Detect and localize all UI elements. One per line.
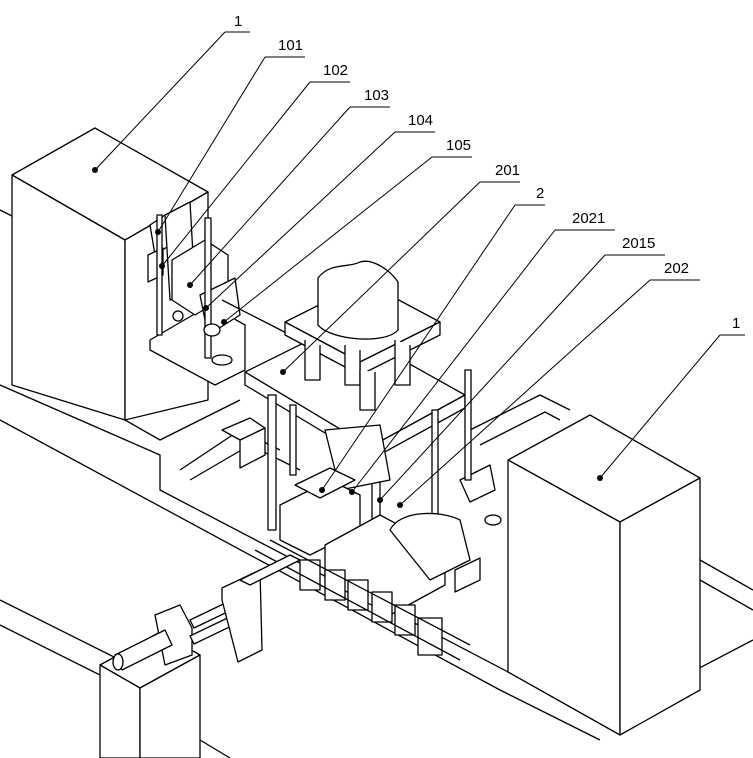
label-102: 102: [323, 62, 348, 79]
label-1: 1: [234, 13, 242, 30]
label-2015: 2015: [622, 235, 655, 252]
label-103: 103: [364, 87, 389, 104]
pusher-cylinder: [100, 555, 300, 758]
right-cabinet: [508, 415, 700, 735]
label-105: 105: [446, 137, 471, 154]
label-202: 202: [664, 260, 689, 277]
label-2021: 2021: [572, 210, 605, 227]
reference-labels: 1 101 102 103 104 105 201 2 2021 2015 20…: [234, 13, 740, 332]
label-101: 101: [278, 37, 303, 54]
label-1-right: 1: [732, 315, 740, 332]
label-201: 201: [495, 162, 520, 179]
label-2: 2: [536, 185, 544, 202]
label-104: 104: [408, 112, 433, 129]
